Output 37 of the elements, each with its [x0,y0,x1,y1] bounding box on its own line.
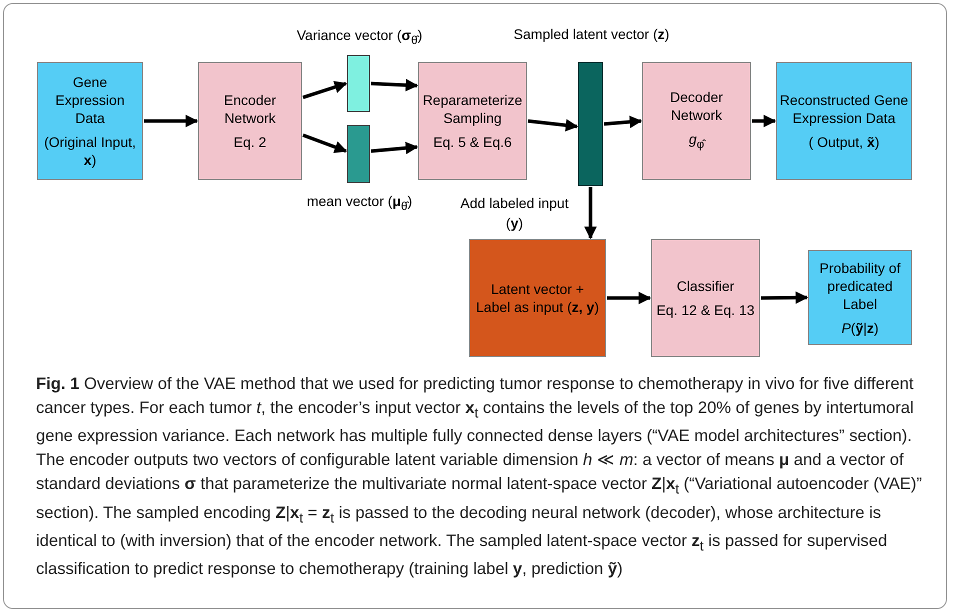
arrow [144,114,198,128]
node-text: Reconstructed Gene Expression Data [779,91,909,127]
output-data-box [776,62,912,180]
figure-caption: Fig. 1 Overview of the VAE method that we used for predicting tumor response to chemotherapy in vivo for five different cancer types. For each tumor t, the encoder’s input vector x$_{t}$ contains the levels of the top 20% of genes by intertumoral gene expression variance. Each network has multiple fully connected dense layers (“VAE model architectures” section). The encoder outputs two vectors of configurable latent variable dimension h ≪ m: a vector of means μ and a vector of standard deviations σ that parameterize the multivariate normal latent-space vector Z|x$_{t}$ (“Variational autoencoder (VAE)” section). The sampled encoding Z|x$_{t}$ = z$_{t}$ is passed to the decoding neural network (decoder), whose architecture is identical to (with inversion) that of the encoder network. The sampled latent-space vector z$_{t}$ is passed for supervised classification to predict response to chemotherapy (training label y, prediction ỹ) [36,373,923,580]
arrow [302,134,348,154]
arrow [752,114,776,128]
vector-caption: Sampled latent vector (z) [512,25,670,43]
arrow [604,116,642,128]
node-text: Probability of predicated Label [818,258,902,312]
process-box [418,62,527,180]
node-text: ( Output, x̃) [808,133,880,151]
node-text: Latent vector + Label as input (z, y) [475,280,600,316]
arrow [302,81,348,100]
output-box [808,250,912,345]
arrow [370,78,418,92]
arrow [760,291,808,304]
node-text: (Original Input, x) [43,133,137,169]
input-box [469,239,606,357]
node-text: Eq. 5 & Eq.6 [433,133,512,151]
node-text: Gene Expression Data [54,73,126,127]
arrow [607,292,652,304]
vector-caption: Variance vector (σ$_{θ̂}$) [296,26,424,49]
node-text: Encoder Network [222,91,278,127]
arrow [584,187,597,240]
arrow [370,142,418,154]
node-text: Eq. 2 [234,133,266,151]
node-text: Decoder Network [669,88,724,124]
input-data-box [37,62,143,180]
classifier-box [651,239,760,357]
node-text: Eq. 12 & Eq. 13 [656,301,755,319]
node-text: Reparameterize Sampling [422,91,524,127]
node-text: g$_{φ̂}$ [688,130,704,153]
arrow [528,118,578,132]
node-text: P(ỹ|z) [841,318,879,336]
process-box [642,62,751,180]
node-text: Classifier [676,277,734,295]
process-box [198,62,302,180]
